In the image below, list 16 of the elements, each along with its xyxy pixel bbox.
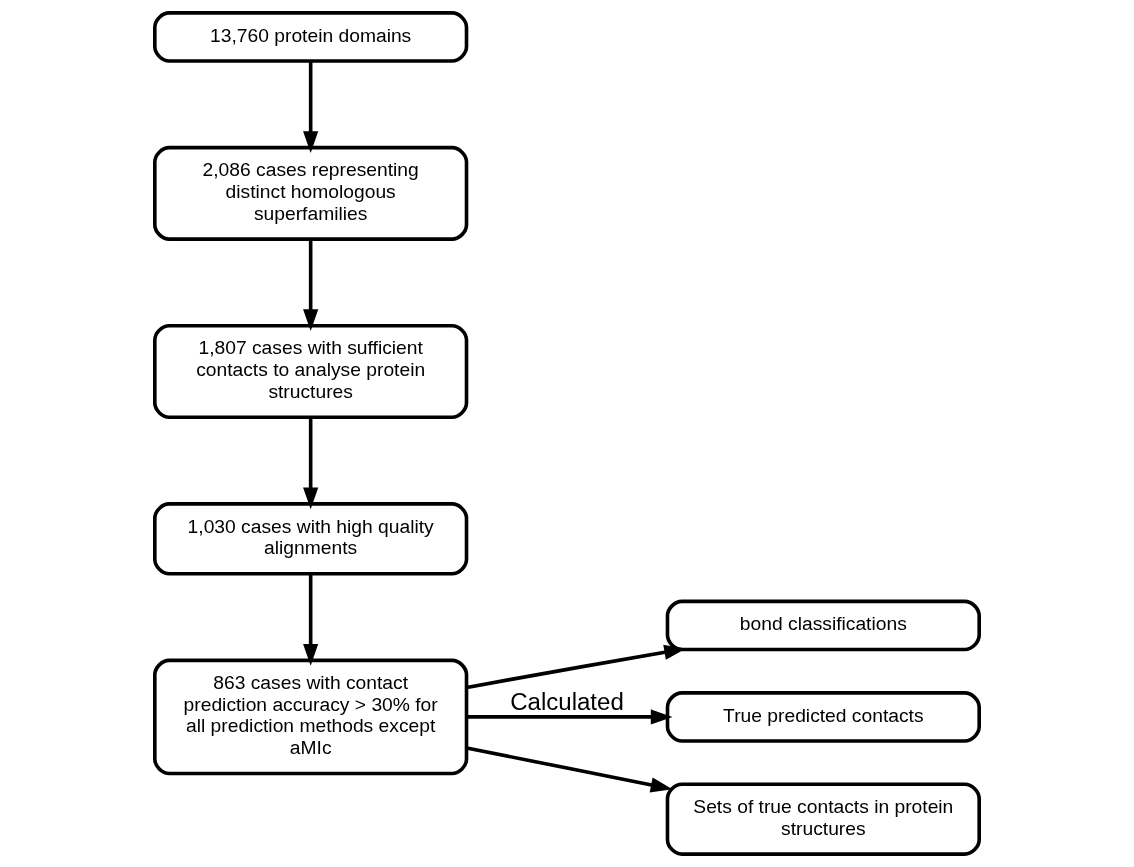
node-box: 1,807 cases with sufficient contacts to analyse protein structures	[153, 324, 469, 420]
edge-label: Calculated	[510, 687, 624, 715]
node-box: 1,030 cases with high quality alignments	[153, 502, 469, 576]
arrow	[303, 61, 319, 154]
node-box: 863 cases with contact prediction accuracy > 30% for all prediction methods except aMIc	[153, 658, 469, 776]
arrow	[303, 573, 319, 666]
node-box: 2,086 cases representing distinct homologous superfamilies	[153, 145, 469, 241]
arrow	[303, 417, 319, 510]
node-box: 13,760 protein domains	[153, 11, 469, 63]
node-box: True predicted contacts	[665, 691, 981, 743]
arrow	[466, 746, 673, 793]
arrow	[466, 709, 673, 725]
node-box: Sets of true contacts in protein structures	[665, 782, 981, 856]
arrow	[303, 239, 319, 332]
arrow	[466, 644, 686, 690]
node-box: bond classifications	[665, 599, 981, 652]
